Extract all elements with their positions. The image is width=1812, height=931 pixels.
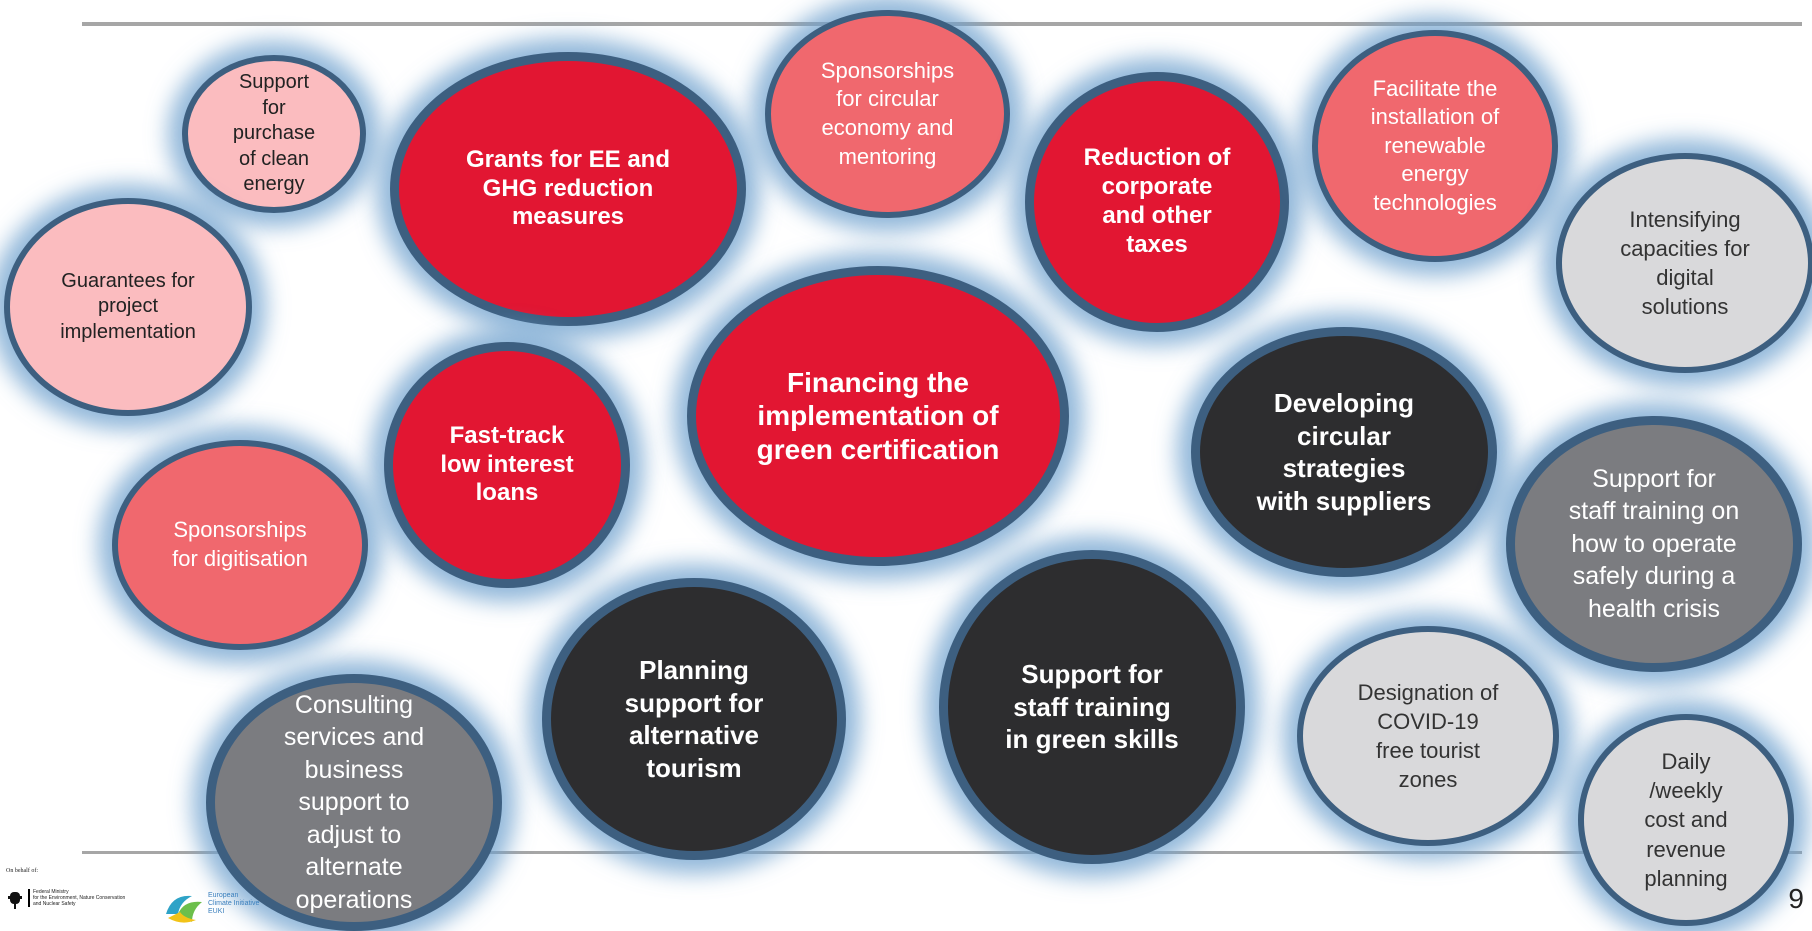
bubble-facilitate-renewable: Facilitate the installation of renewable… [1312, 30, 1558, 262]
bubble-label: Financing the implementation of green ce… [756, 366, 1000, 465]
bubble-sponsorships-circular: Sponsorships for circular economy and me… [765, 10, 1010, 218]
bubble-reduction-taxes: Reduction of corporate and other taxes [1025, 72, 1289, 332]
footer-logos: On behalf of: Federal Ministry for the E… [6, 868, 286, 928]
bubble-label: Support for staff training on how to ope… [1568, 464, 1740, 623]
bubble-label: Sponsorships for digitisation [172, 517, 308, 571]
bubble-label: Daily /weekly cost and revenue planning [1644, 749, 1728, 891]
bubble-support-green-skills: Support for staff training in green skil… [939, 550, 1245, 864]
federal-eagle-icon [8, 892, 22, 909]
bubble-support-health-crisis: Support for staff training on how to ope… [1506, 416, 1802, 672]
ministry-name: Federal Ministry for the Environment, Na… [28, 889, 125, 907]
bubble-support-clean-energy: Support for purchase of clean energy [182, 55, 366, 213]
bubble-label: Reduction of corporate and other taxes [1083, 144, 1231, 258]
bubble-label: Grants for EE and GHG reduction measures [465, 145, 671, 231]
euki-label: European Climate Initiative EUKI [208, 892, 260, 916]
bubble-label: Sponsorships for circular economy and me… [820, 57, 955, 169]
bubble-designation-covid: Designation of COVID-19 free tourist zon… [1297, 626, 1559, 846]
bubble-label: Consulting services and business support… [283, 690, 425, 914]
bubble-developing-circular: Developing circular strategies with supp… [1191, 327, 1497, 577]
bubble-label: Developing circular strategies with supp… [1256, 388, 1432, 516]
bubble-daily-weekly: Daily /weekly cost and revenue planning [1578, 714, 1794, 926]
bubble-label: Facilitate the installation of renewable… [1370, 75, 1500, 215]
bubble-label: Guarantees for project implementation [60, 269, 196, 343]
page-number: 9 [1788, 883, 1804, 914]
bubble-guarantees: Guarantees for project implementation [4, 198, 252, 416]
bubble-intensifying-digital: Intensifying capacities for digital solu… [1556, 153, 1812, 373]
bubble-label: Designation of COVID-19 free tourist zon… [1357, 679, 1499, 793]
bubble-consulting-services: Consulting services and business support… [206, 674, 502, 931]
bubble-label: Support for purchase of clean energy [232, 71, 316, 196]
bottom-divider-line [82, 851, 1802, 854]
bubble-financing-certification: Financing the implementation of green ce… [687, 266, 1069, 566]
bubble-grants-ee: Grants for EE and GHG reduction measures [390, 52, 746, 326]
bubble-label: Planning support for alternative tourism [624, 655, 764, 783]
bubble-label: Intensifying capacities for digital solu… [1620, 206, 1750, 320]
bubble-label: Support for staff training in green skil… [1005, 659, 1179, 755]
on-behalf-label: On behalf of: [6, 868, 38, 874]
bubble-planning-tourism: Planning support for alternative tourism [542, 578, 846, 860]
bubble-fast-track-loans: Fast-track low interest loans [384, 342, 630, 588]
bubble-label: Fast-track low interest loans [440, 421, 574, 507]
euki-logo-icon [166, 895, 202, 923]
bubble-sponsorships-digitisation: Sponsorships for digitisation [112, 440, 368, 650]
